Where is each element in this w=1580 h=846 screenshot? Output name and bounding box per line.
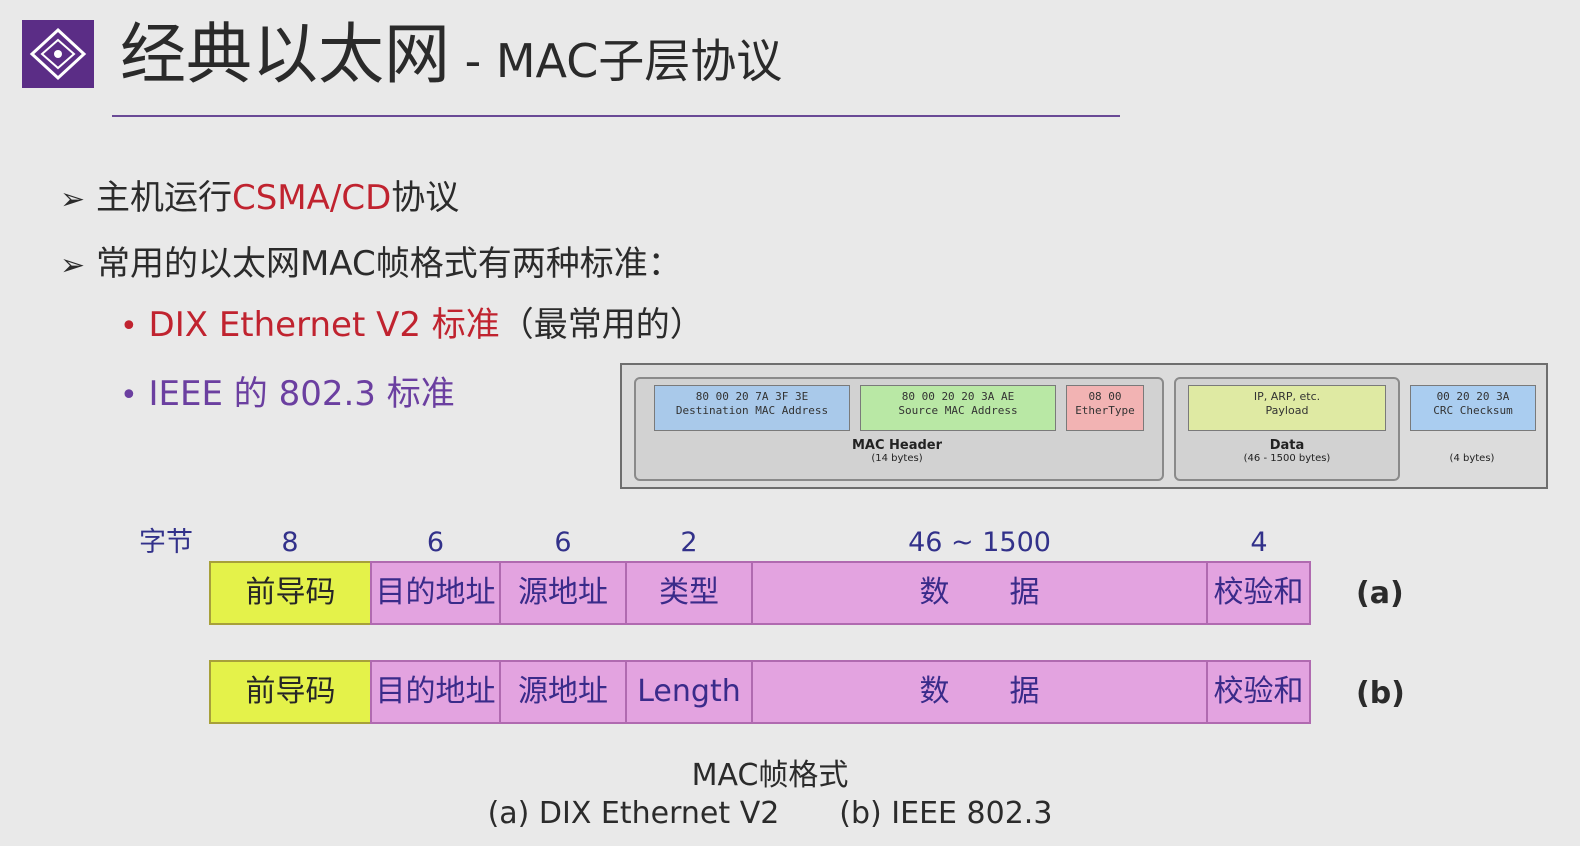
sub-bullet-2: • IEEE 的 802.3 标准 — [120, 372, 455, 418]
checksum-cell: 校验和 — [1206, 660, 1311, 724]
payload-line-1: IP, ARP, etc. — [1253, 390, 1321, 403]
payload-field: IP, ARP, etc. Payload — [1188, 385, 1386, 431]
row-a-label: (a) — [1356, 576, 1404, 611]
bytes-label: 字节 — [139, 527, 193, 558]
sub-bullet-1-suffix: （最常用的） — [499, 305, 704, 345]
source-address-cell: 源地址 — [499, 660, 627, 724]
bullet-1: ➢ 主机运行CSMA/CD协议 — [60, 176, 459, 222]
crc-field: 00 20 20 3A CRC Checksum — [1410, 385, 1536, 431]
ethertype-label: EtherType — [1075, 404, 1135, 417]
crc-size-label: (4 bytes) — [1412, 453, 1532, 465]
preamble-cell: 前导码 — [209, 561, 372, 625]
length-cell: Length — [625, 660, 753, 724]
type-cell: 类型 — [625, 561, 753, 625]
data-cell: 数 据 — [751, 561, 1208, 625]
data-cell: 数 据 — [751, 660, 1208, 724]
arrow-bullet-icon: ➢ — [60, 182, 86, 217]
checksum-cell: 校验和 — [1206, 561, 1311, 625]
data-label: Data (46 - 1500 bytes) — [1212, 439, 1362, 465]
byte-count-destination: 6 — [426, 527, 445, 558]
source-mac-label: Source MAC Address — [898, 404, 1018, 417]
logo — [22, 20, 94, 88]
figure-caption-title: MAC帧格式 — [691, 758, 849, 793]
diamond-logo-icon — [29, 27, 87, 81]
preamble-cell: 前导码 — [209, 660, 372, 724]
title-main: 经典以太网 — [120, 16, 450, 93]
bullet-1-suffix: 协议 — [391, 178, 460, 218]
ethertype-field: 08 00 EtherType — [1066, 385, 1144, 431]
byte-count-preamble: 8 — [281, 527, 299, 558]
byte-count-checksum: 4 — [1250, 527, 1268, 558]
sub-bullet-1: • DIX Ethernet V2 标准（最常用的） — [120, 303, 704, 349]
payload-line-2: Payload — [1265, 404, 1309, 417]
byte-count-data: 46 ~ 1500 — [908, 527, 1051, 558]
source-mac-hex: 80 00 20 20 3A AE — [901, 390, 1015, 403]
frame-row-a: 前导码 目的地址 源地址 类型 数 据 校验和 — [209, 561, 1311, 625]
bullet-2: ➢ 常用的以太网MAC帧格式有两种标准： — [60, 242, 682, 288]
ethernet-frame-illustration: 80 00 20 7A 3F 3E Destination MAC Addres… — [620, 363, 1548, 489]
crc-size: (4 bytes) — [1449, 453, 1495, 464]
crc-hex: 00 20 20 3A — [1436, 390, 1510, 403]
arrow-bullet-icon: ➢ — [60, 248, 86, 283]
crc-label: CRC Checksum — [1433, 404, 1513, 417]
destination-mac-hex: 80 00 20 7A 3F 3E — [695, 390, 809, 403]
sub-bullet-2-text: IEEE 的 802.3 标准 — [148, 374, 455, 414]
byte-count-source: 6 — [554, 527, 572, 558]
row-b-label: (b) — [1356, 676, 1405, 711]
data-size: (46 - 1500 bytes) — [1243, 453, 1331, 464]
bullet-2-text: 常用的以太网MAC帧格式有两种标准： — [95, 244, 682, 284]
destination-address-cell: 目的地址 — [370, 660, 501, 724]
bullet-1-highlight: CSMA/CD — [231, 178, 392, 218]
title-sub: - MAC子层协议 — [450, 34, 783, 88]
bullet-1-prefix: 主机运行 — [95, 178, 232, 218]
dot-bullet-icon: • — [120, 309, 138, 344]
source-address-cell: 源地址 — [499, 561, 627, 625]
destination-mac-label: Destination MAC Address — [675, 404, 829, 417]
destination-mac-field: 80 00 20 7A 3F 3E Destination MAC Addres… — [654, 385, 850, 431]
figure-caption-subtitle: (a) DIX Ethernet V2 (b) IEEE 802.3 — [487, 796, 1053, 831]
mac-header-label: MAC Header (14 bytes) — [822, 439, 972, 465]
title-divider — [112, 115, 1120, 117]
page-title: 经典以太网 - MAC子层协议 — [120, 10, 782, 106]
mac-header-title: MAC Header — [851, 438, 943, 453]
frame-row-b: 前导码 目的地址 源地址 Length 数 据 校验和 — [209, 660, 1311, 724]
destination-address-cell: 目的地址 — [370, 561, 501, 625]
source-mac-field: 80 00 20 20 3A AE Source MAC Address — [860, 385, 1056, 431]
dot-bullet-icon: • — [120, 378, 138, 413]
ethertype-hex: 08 00 — [1088, 390, 1122, 403]
sub-bullet-1-highlight: DIX Ethernet V2 标准 — [148, 305, 500, 345]
data-title: Data — [1269, 438, 1305, 453]
mac-header-size: (14 bytes) — [871, 453, 923, 464]
byte-count-type: 2 — [680, 527, 698, 558]
